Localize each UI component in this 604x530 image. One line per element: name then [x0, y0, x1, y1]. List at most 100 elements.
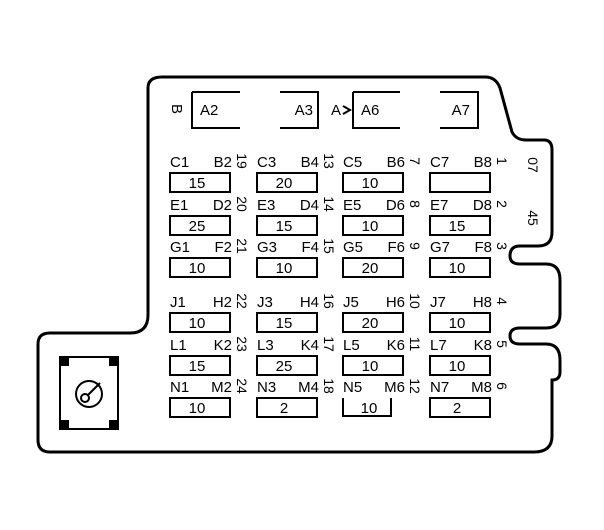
fuse-terminal-label: K6	[387, 337, 405, 354]
fuse-terminal-label: M6	[384, 379, 405, 396]
fuse-terminal-label: M8	[471, 379, 492, 396]
fuse-amperage: 25	[189, 218, 206, 235]
rotary-connector-icon[interactable]	[59, 356, 119, 430]
fuse-position-number: 19	[234, 153, 250, 169]
fuse-terminal-label: H6	[386, 294, 405, 311]
fuse-amperage: 10	[276, 260, 293, 277]
fuse-slot	[342, 172, 404, 193]
fuse-position-number: 13	[321, 153, 337, 169]
fuse-position-number: 2	[494, 200, 510, 208]
fuse-terminal-label: B8	[474, 154, 492, 171]
fuse-terminal-label: L5	[343, 337, 360, 354]
fuse-terminal-label: L3	[257, 337, 274, 354]
fuse-slot	[429, 355, 491, 376]
fuse-terminal-label: D8	[473, 197, 492, 214]
edge-label-top: 07	[525, 157, 541, 173]
fuse-terminal-label: C5	[343, 154, 362, 171]
fuse-position-number: 1	[494, 157, 510, 165]
fuse-slot	[169, 397, 231, 418]
fuse-slot	[256, 172, 318, 193]
fuse-block-outline	[36, 75, 562, 454]
fuse-amperage: 10	[189, 400, 206, 417]
fuse-position-number: 4	[494, 297, 510, 305]
relay-arrow-icon	[342, 105, 353, 115]
fuse-position-number: 8	[407, 200, 423, 208]
fuse-position-number: 24	[234, 378, 250, 394]
fuse-amperage: 25	[276, 358, 293, 375]
fuse-amperage: 15	[189, 358, 206, 375]
svg-text:A2: A2	[200, 102, 218, 119]
relay-a7[interactable]: A7	[440, 91, 479, 129]
fuse-terminal-label: N3	[257, 379, 276, 396]
fuse-amperage: 2	[453, 400, 461, 417]
fuse-amperage: 10	[362, 358, 379, 375]
fuse-terminal-label: F6	[387, 239, 405, 256]
relay-a2[interactable]: A2	[191, 91, 240, 129]
fuse-terminal-label: L1	[170, 337, 187, 354]
fuse-position-number: 5	[494, 340, 510, 348]
fuse-terminal-label: J5	[343, 294, 359, 311]
fuse-slot	[429, 172, 491, 193]
fuse-terminal-label: C3	[257, 154, 276, 171]
fuse-position-number: 21	[234, 238, 250, 254]
fuse-terminal-label: N7	[430, 379, 449, 396]
fuse-slot	[169, 172, 231, 193]
fuse-terminal-label: M2	[211, 379, 232, 396]
fuse-slot	[169, 257, 231, 278]
fuse-slot	[256, 215, 318, 236]
fuse-amperage: 20	[362, 315, 379, 332]
fuse-slot	[169, 215, 231, 236]
fuse-slot	[169, 312, 231, 333]
fuse-amperage: 10	[189, 315, 206, 332]
relay-a6[interactable]: A6	[352, 91, 400, 129]
fuse-terminal-label: K8	[474, 337, 492, 354]
fuse-terminal-label: J1	[170, 294, 186, 311]
relay-a3[interactable]: A3	[280, 91, 319, 129]
fuse-position-number: 9	[407, 242, 423, 250]
fuse-position-number: 10	[407, 293, 423, 309]
fuse-slot	[342, 215, 404, 236]
fuse-position-number: 11	[407, 337, 423, 352]
fuse-terminal-label: H4	[300, 294, 319, 311]
fuse-position-number: 3	[494, 242, 510, 250]
fuse-amperage: 15	[276, 315, 293, 332]
fuse-amperage: 10	[361, 400, 378, 417]
fuse-position-number: 18	[321, 378, 337, 394]
fuse-position-number: 7	[407, 157, 423, 165]
svg-text:A6: A6	[361, 102, 379, 119]
fuse-amperage: 15	[189, 175, 206, 192]
fuse-position-number: 14	[321, 196, 337, 212]
fuse-amperage: 10	[449, 358, 466, 375]
fuse-slot	[342, 312, 404, 333]
fuse-terminal-label: K4	[301, 337, 319, 354]
fuse-amperage: 10	[189, 260, 206, 277]
fuse-position-number: 6	[494, 382, 510, 390]
fuse-terminal-label: E3	[257, 197, 275, 214]
fuse-terminal-label: F2	[214, 239, 232, 256]
relay-side-label-b: B	[168, 104, 185, 114]
